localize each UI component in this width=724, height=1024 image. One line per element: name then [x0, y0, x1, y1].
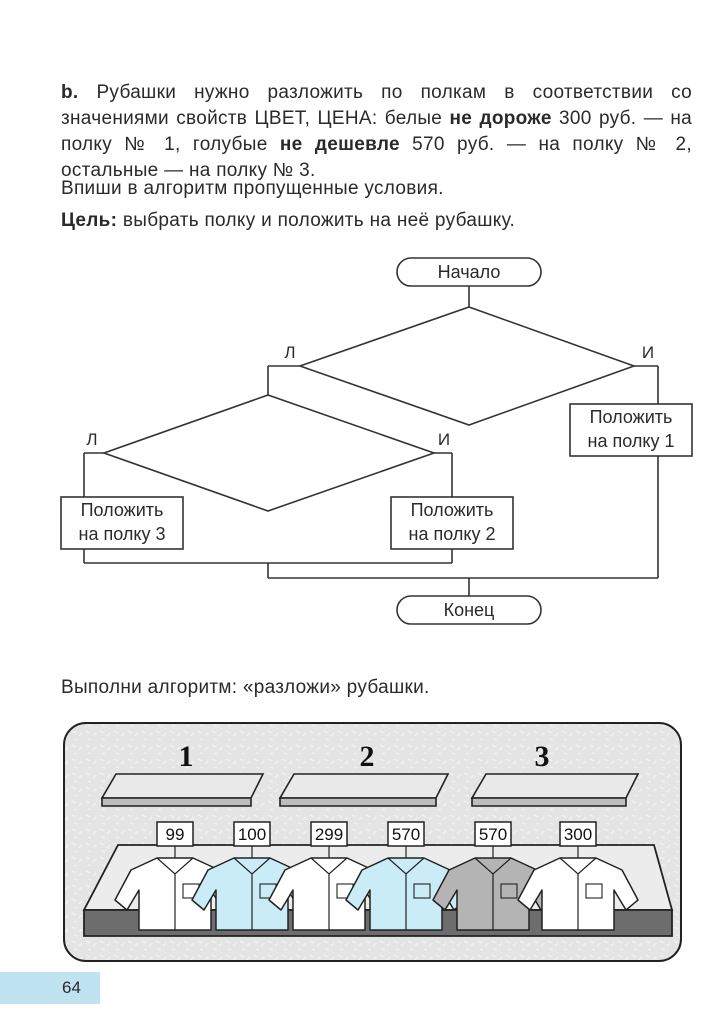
shelf-edge-1	[101, 797, 252, 807]
shirt-pocket-6	[585, 883, 603, 899]
task-part-2: 300 руб. — на полку № 1, голубые	[61, 108, 692, 155]
goal-body: выбрать полку и положить на неё рубашку.	[117, 210, 516, 231]
task-text: b. Рубашки нужно разложить по полкам в с…	[61, 80, 692, 184]
shirt-placket-4	[387, 857, 425, 930]
shelf3-line1: Положить	[81, 500, 164, 520]
shirt-pocket-1	[182, 883, 200, 899]
shirt-placket-5	[474, 857, 512, 930]
shirt-5	[432, 857, 554, 931]
shirt-3	[268, 857, 390, 931]
flowchart: Начало Конец Положить на полку 1 Положит…	[60, 257, 693, 625]
shirt-6	[517, 857, 639, 931]
price-tag-5	[474, 821, 512, 847]
table-front	[83, 909, 673, 937]
shirt-pocket-4	[413, 883, 431, 899]
display-panel	[63, 722, 682, 962]
shirt-placket-6	[559, 857, 597, 930]
shirt-1	[114, 857, 236, 931]
shirt-pocket-2	[259, 883, 277, 899]
shirt-placket-3	[310, 857, 348, 930]
instruction-text: Впиши в алгоритм пропущенные условия.	[61, 178, 444, 199]
true-label-1: И	[642, 343, 654, 362]
price-tag-text-3: 299	[315, 825, 343, 844]
shelf-number-2: 2	[360, 740, 375, 773]
decision-2	[101, 394, 437, 512]
price-tag-text-4: 570	[392, 825, 420, 844]
price-tag-text-1: 99	[166, 825, 185, 844]
goal-label: Цель:	[61, 210, 118, 231]
page-number: 64	[0, 972, 100, 1004]
decision-1	[297, 306, 637, 426]
shelf-number-1: 1	[179, 740, 194, 773]
goal-text: Цель: выбрать полку и положить на неё ру…	[61, 208, 692, 234]
table-top	[82, 844, 674, 911]
shelf-number-3: 3	[535, 740, 550, 773]
shelf-board-1	[100, 773, 265, 799]
task-part-1: Рубашки нужно разложить по полкам в соот…	[61, 82, 692, 129]
price-tag-text-5: 570	[479, 825, 507, 844]
shirt-pocket-5	[500, 883, 518, 899]
price-tag-text-6: 300	[564, 825, 592, 844]
shelf1-line2: на полку 1	[588, 431, 675, 451]
perform-text: Выполни алгоритм: «разложи» рубашки.	[61, 677, 430, 698]
shelf-edge-3	[471, 797, 627, 807]
shirt-placket-1	[156, 857, 194, 930]
end-terminator	[396, 595, 542, 625]
process-shelf-3	[60, 496, 184, 550]
shelf-board-2	[278, 773, 450, 799]
shelf-board-3	[470, 773, 640, 799]
false-label-2: Л	[86, 430, 97, 449]
process-shelf-1	[569, 403, 693, 457]
false-label-1: Л	[284, 343, 295, 362]
start-label: Начало	[438, 262, 501, 282]
shirt-placket-2	[233, 857, 271, 930]
price-tag-2	[233, 821, 271, 847]
true-label-2: И	[438, 430, 450, 449]
price-tag-3	[310, 821, 348, 847]
shirt-pocket-3	[336, 883, 354, 899]
task-part-3: 570 руб. — на полку № 2, остальные — на …	[61, 134, 692, 181]
shelf2-line2: на полку 2	[409, 524, 496, 544]
shelf3-line2: на полку 3	[79, 524, 166, 544]
shelf2-line1: Положить	[411, 500, 494, 520]
price-tag-1	[156, 821, 194, 847]
task-letter: b.	[61, 82, 79, 103]
task-bold-1: не дороже	[449, 108, 552, 129]
shelf1-line1: Положить	[590, 407, 673, 427]
shirt-2	[191, 857, 313, 931]
process-shelf-2	[390, 496, 514, 550]
shelf-edge-2	[279, 797, 437, 807]
price-tag-6	[559, 821, 597, 847]
price-tag-text-2: 100	[238, 825, 266, 844]
end-label: Конец	[444, 600, 495, 620]
price-tag-4	[387, 821, 425, 847]
start-terminator	[396, 257, 542, 287]
task-bold-2: не дешевле	[279, 134, 400, 155]
shirt-4	[345, 857, 467, 931]
